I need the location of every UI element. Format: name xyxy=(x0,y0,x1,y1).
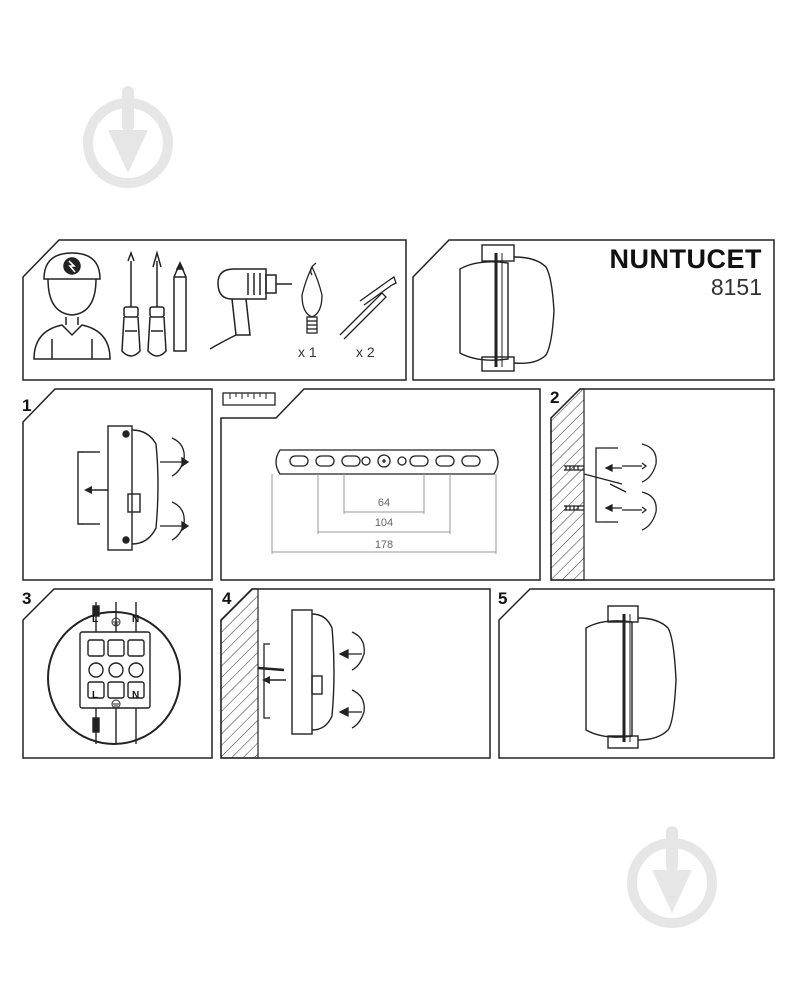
terminal-label-l: L xyxy=(92,690,99,701)
lamp-base-icon xyxy=(291,609,335,735)
dimension-lines xyxy=(271,474,497,554)
dimension-104: 104 xyxy=(374,517,394,529)
lamp-base-icon xyxy=(107,425,159,551)
step-number: 3 xyxy=(22,589,32,608)
mounting-plate-icon xyxy=(275,449,499,475)
product-code: 8151 xyxy=(710,274,762,300)
product-name: NUNTUCET xyxy=(609,244,762,274)
tools-panel xyxy=(22,239,407,381)
step-number: 4 xyxy=(222,589,232,608)
terminal-block-icon xyxy=(79,631,151,709)
wall-hatching xyxy=(220,588,259,759)
screwdriver-icon xyxy=(147,250,167,357)
wall-hatching xyxy=(550,388,585,581)
terminal-zoom-circle xyxy=(47,611,181,745)
drill-icon xyxy=(209,268,292,350)
step-3-panel xyxy=(22,588,213,759)
watermark-logo-icon xyxy=(627,826,717,928)
product-panel xyxy=(412,239,775,381)
wires-icon xyxy=(92,602,137,744)
mounting-bracket-icon xyxy=(583,447,623,523)
rotate-arrow-icon xyxy=(338,631,365,729)
rotate-arrow-icon xyxy=(160,437,190,541)
wall-lamp-icon xyxy=(459,244,555,372)
step-5-panel xyxy=(498,588,775,759)
candle-bulb-icon xyxy=(301,262,323,334)
terminal-label-n: N xyxy=(132,690,140,701)
dimension-178: 178 xyxy=(374,539,394,551)
wall-anchor-icon xyxy=(339,275,397,340)
step-number: 2 xyxy=(550,388,560,407)
mounting-bracket-icon xyxy=(77,451,100,525)
terminal-label-l: L xyxy=(92,614,99,625)
rotate-arrow-icon xyxy=(641,443,657,531)
direction-arrow-icon xyxy=(84,486,108,494)
wall-lamp-icon xyxy=(585,605,677,749)
step-1-panel xyxy=(22,388,213,581)
ruler-icon xyxy=(222,392,276,406)
watermark-logo-icon xyxy=(83,86,173,188)
step-number: 1 xyxy=(22,396,32,415)
bracket-dimensions-panel xyxy=(220,388,541,581)
terminal-label-n: N xyxy=(132,614,140,625)
anchor-quantity: x 2 xyxy=(356,344,375,360)
mounting-bracket-icon xyxy=(257,643,285,719)
screw-icon xyxy=(604,462,648,514)
wall-anchor-icon xyxy=(564,465,584,511)
direction-arrow-icon xyxy=(262,676,286,684)
electrician-icon xyxy=(33,252,111,360)
step-4-panel xyxy=(220,588,491,759)
bulb-quantity: x 1 xyxy=(298,344,317,360)
dimension-64: 64 xyxy=(377,497,391,509)
pencil-icon xyxy=(173,261,187,352)
step-2-panel xyxy=(550,388,775,581)
ground-symbol-icon xyxy=(111,617,121,709)
step-number: 5 xyxy=(498,589,508,608)
screwdriver-icon xyxy=(121,250,141,357)
